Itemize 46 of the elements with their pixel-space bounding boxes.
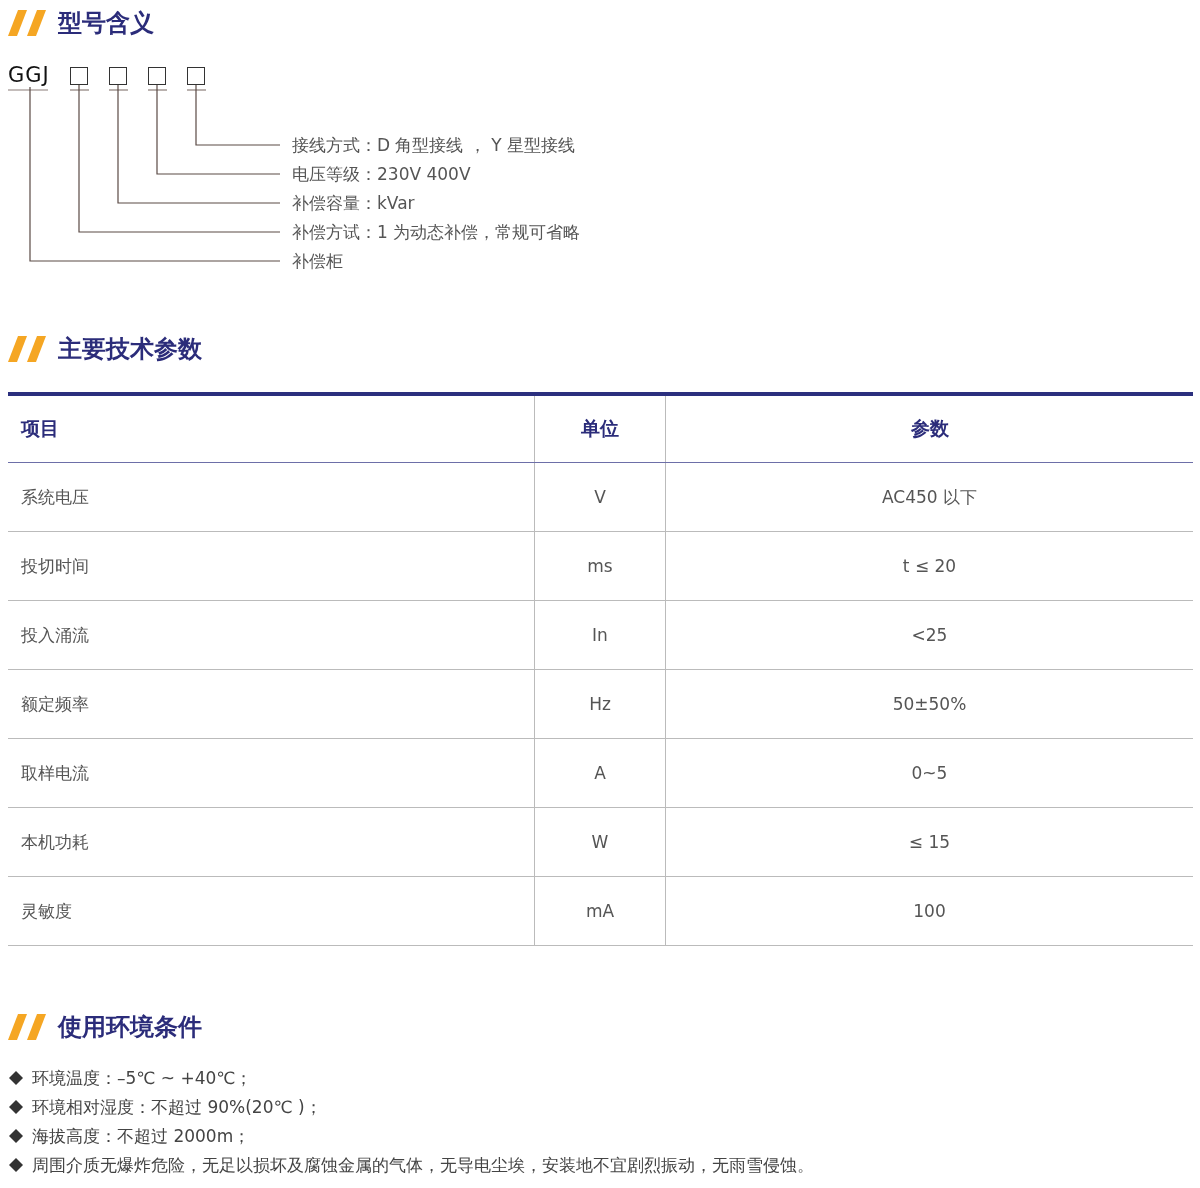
code-placeholder-box [187, 67, 205, 85]
code-description: 补偿容量：kVar [280, 192, 415, 214]
condition-item: 周围介质无爆炸危险，无足以损坏及腐蚀金属的气体，无导电尘埃，安装地不宜剧烈振动，无雨雪侵蚀。 [32, 1154, 814, 1176]
leader-line [29, 86, 281, 262]
table-cell-text: 本机功耗 [21, 830, 89, 854]
model-code: GGJ [8, 63, 50, 87]
code-placeholder-box [70, 67, 88, 85]
table-cell-text: <25 [911, 625, 948, 645]
section-heading: 型号含义 [58, 8, 154, 38]
table-cell-text: W [591, 832, 609, 852]
condition-item: 环境相对湿度：不超过 90%(20℃ )； [32, 1096, 322, 1118]
code-description: 接线方式：D 角型接线 ， Y 星型接线 [280, 134, 576, 156]
table-cell-text: mA [585, 901, 615, 921]
table-cell-text: 投切时间 [21, 554, 89, 578]
table-cell-text: ms [587, 556, 613, 576]
table-cell-text: t ≤ 20 [902, 556, 957, 576]
table-cell-text: 系统电压 [21, 485, 89, 509]
section-heading: 使用环境条件 [58, 1012, 202, 1042]
code-description: 电压等级：230V 400V [280, 163, 471, 185]
table-cell-text: AC450 以下 [881, 485, 978, 509]
code-placeholder-box [148, 67, 166, 85]
code-description: 补偿柜 [280, 250, 343, 272]
leader-line [117, 84, 281, 204]
column-header: 项目 [21, 416, 59, 441]
table-cell-text: ≤ 15 [908, 832, 951, 852]
code-description: 补偿方试：1 为动态补偿，常规可省略 [280, 221, 581, 243]
table-cell-text: Hz [589, 694, 611, 714]
table-cell-text: 0~5 [911, 763, 948, 783]
condition-item: 环境温度：–5℃ ~ +40℃； [32, 1067, 253, 1089]
leader-line [156, 84, 281, 175]
condition-item: 海拔高度：不超过 2000m； [32, 1125, 251, 1147]
table-cell-text: In [592, 625, 608, 645]
leader-line [78, 84, 281, 233]
table-cell-text: 灵敏度 [21, 899, 72, 923]
column-header: 单位 [581, 416, 619, 441]
column-header: 参数 [910, 416, 949, 441]
table-cell-text: 额定频率 [21, 692, 89, 716]
section-heading: 主要技术参数 [58, 334, 202, 364]
table-cell-text: 取样电流 [21, 761, 89, 785]
leader-line [195, 84, 281, 146]
table-cell-text: 50±50% [892, 694, 967, 714]
table-cell-text: A [594, 763, 606, 783]
table-cell-text: 投入涌流 [21, 623, 89, 647]
table-cell-text: V [594, 487, 606, 507]
table-cell-text: 100 [913, 901, 946, 921]
code-placeholder-box [109, 67, 127, 85]
